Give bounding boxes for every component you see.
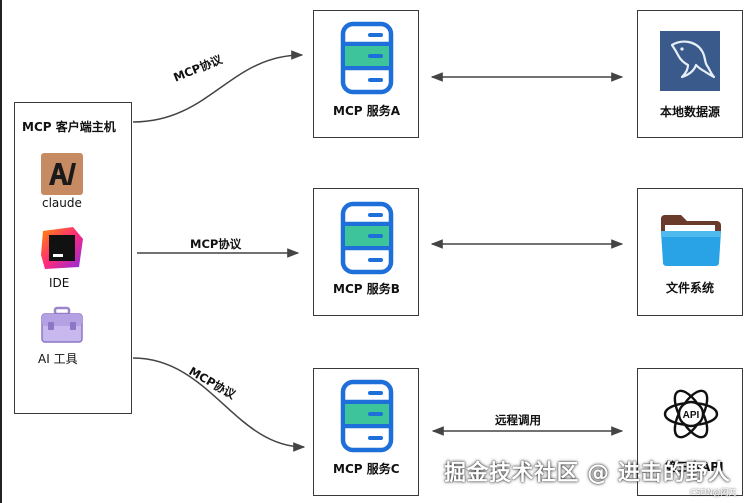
mcp-service-a-box: MCP 服务A <box>313 10 419 138</box>
third-party-api-label: 第三方API <box>665 460 724 474</box>
server-icon <box>340 379 394 457</box>
third-party-api-box: API 第三方API <box>637 368 743 496</box>
remote-call-label: 远程调用 <box>495 413 541 427</box>
ide-label: IDE <box>49 276 70 290</box>
service-a-label: MCP 服务A <box>333 104 401 118</box>
connector-host-to-service-a <box>132 50 304 123</box>
folder-icon <box>659 213 723 267</box>
mcp-service-b-box: MCP 服务B <box>313 188 419 316</box>
server-icon <box>340 201 394 279</box>
svg-text:API: API <box>683 410 700 421</box>
server-icon <box>340 21 394 99</box>
watermark: 掘金技术社区 @ 进击的野人 <box>444 461 731 486</box>
mysql-dolphin-icon <box>660 31 720 91</box>
local-datasource-box: 本地数据源 <box>637 10 743 138</box>
host-title: MCP 客户端主机 <box>22 120 116 134</box>
filesystem-box: 文件系统 <box>637 188 743 316</box>
mcp-service-c-box: MCP 服务C <box>313 368 419 496</box>
toolbox-icon <box>39 306 85 346</box>
local-datasource-label: 本地数据源 <box>660 105 721 119</box>
service-c-label: MCP 服务C <box>333 462 400 476</box>
connector-host-to-service-c <box>132 357 306 452</box>
watermark-sub: CSDN@阿兀 <box>690 488 737 497</box>
service-b-label: MCP 服务B <box>333 282 400 296</box>
ai-tool-label: AI 工具 <box>38 352 78 366</box>
filesystem-label: 文件系统 <box>666 281 715 295</box>
ide-icon <box>39 225 85 271</box>
mcp-client-host-box: MCP 客户端主机 claude IDE <box>14 102 132 414</box>
claude-label: claude <box>42 196 82 210</box>
claude-logo-icon <box>41 153 83 195</box>
image-left-edge <box>0 0 2 503</box>
middle-connection-label: MCP协议 <box>190 237 242 251</box>
api-icon: API <box>662 385 720 443</box>
